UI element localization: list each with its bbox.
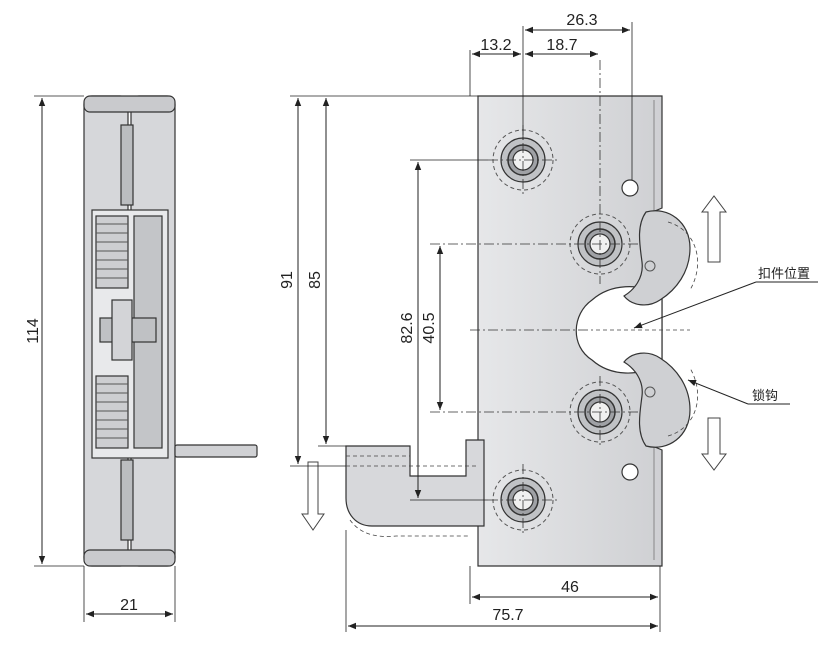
- motion-arrow-down-right: [701, 417, 727, 471]
- hook-callout-leader: [687, 379, 749, 405]
- side-upper-rod: [120, 124, 134, 206]
- small-hole-upper: [621, 179, 639, 197]
- striker-bracket: [345, 439, 485, 527]
- motion-arrow-up: [701, 195, 727, 263]
- upper-latch-hook: [623, 210, 691, 306]
- dim-82-6-label: 82.6: [399, 312, 416, 343]
- hook-callout: 锁钩: [752, 388, 778, 404]
- dim-114-label: 114: [25, 318, 42, 344]
- front-view: 26.3 13.2 18.7 91 85 82.6 40.5 46 75.7 扣…: [279, 12, 818, 632]
- side-lower-rod: [120, 459, 134, 541]
- dim-18-7-label: 18.7: [546, 37, 577, 54]
- dim-13-2-label: 13.2: [480, 37, 511, 54]
- upper-spring: [95, 215, 129, 289]
- dim-75-7-label: 75.7: [492, 607, 523, 624]
- dim-91-label: 91: [279, 271, 296, 289]
- motion-arrow-down-left: [301, 461, 325, 531]
- lower-spring: [95, 375, 129, 449]
- side-cap-bottom: [83, 549, 176, 567]
- striker-callout-leader: [633, 281, 757, 329]
- dim-85-label: 85: [307, 271, 324, 289]
- side-view: 114 21: [25, 95, 258, 622]
- dim-46-label: 46: [561, 579, 579, 596]
- striker-position-callout: 扣件位置: [758, 267, 810, 282]
- side-cap-top: [83, 95, 176, 113]
- side-protruding-tab: [174, 444, 258, 458]
- dim-40-5-label: 40.5: [421, 312, 438, 343]
- dim-21-label: 21: [120, 597, 138, 614]
- small-hole-lower: [621, 463, 639, 481]
- dim-26-3-label: 26.3: [566, 12, 597, 29]
- side-center-boss: [111, 299, 133, 361]
- lower-latch-hook: [623, 352, 691, 448]
